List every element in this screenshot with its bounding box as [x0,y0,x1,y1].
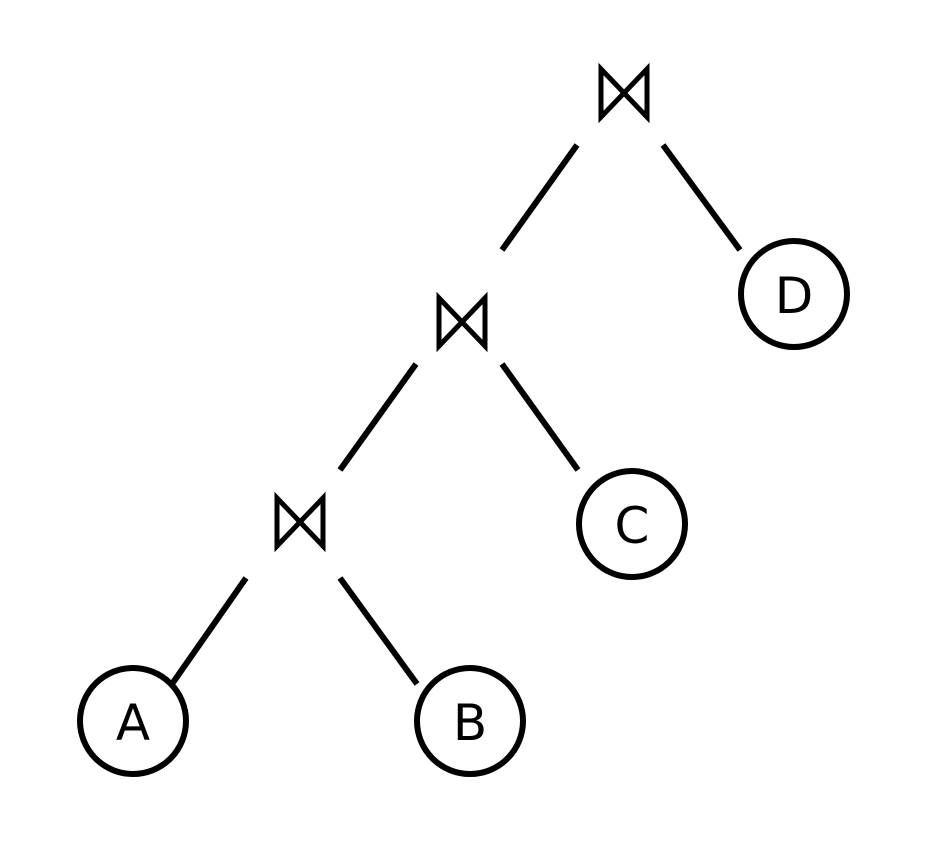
leaf-circle [77,665,189,777]
leaf-label-d: D [775,267,814,325]
edge-join-top-to-leaf-d [660,143,743,252]
edge-join-bottom-to-leaf-a [169,576,249,686]
edge-join-bottom-to-leaf-b [337,576,420,686]
edge-join-middle-to-leaf-c [499,362,581,472]
natural-join-icon [436,291,488,353]
natural-join-icon [274,491,326,553]
edge-join-top-to-join-middle [499,143,580,252]
leaf-node-b: B [414,665,526,777]
natural-join-icon [598,62,650,124]
leaf-label-a: A [116,694,150,752]
leaf-circle [738,238,850,350]
tree-edges [169,143,743,686]
leaf-node-d: D [738,238,850,350]
leaf-label-b: B [453,694,487,752]
leaf-node-c: C [576,468,688,580]
leaf-node-a: A [77,665,189,777]
leaf-circle [576,468,688,580]
leaf-label-c: C [615,497,650,555]
edge-join-middle-to-join-bottom [337,362,419,472]
leaf-circle [414,665,526,777]
